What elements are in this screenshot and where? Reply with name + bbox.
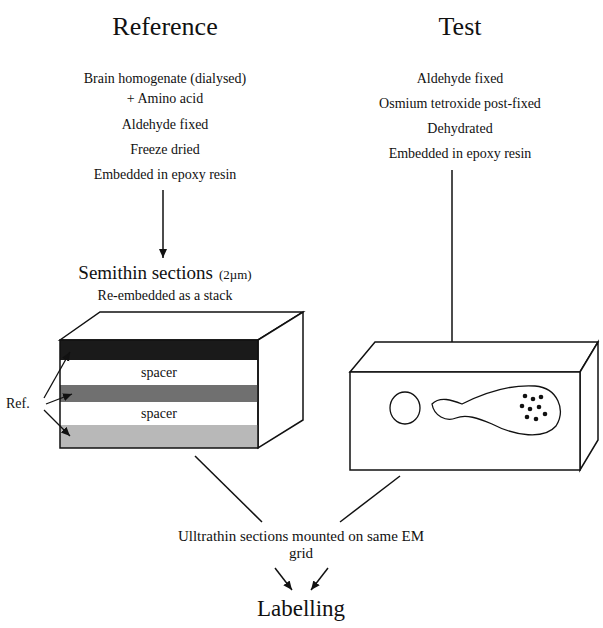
column-heading: Test (439, 12, 482, 42)
section-thickness: (2µm) (219, 267, 252, 283)
band-label: spacer (141, 406, 177, 422)
section-heading: Semithin sections (2µm) (78, 262, 251, 284)
step-text: Freeze dried (130, 142, 200, 158)
section-title: Semithin sections (78, 262, 213, 284)
step-text: + Amino acid (127, 91, 203, 107)
band-label: spacer (141, 365, 177, 381)
step-text: Embedded in epoxy resin (389, 146, 532, 162)
step-text: Embedded in epoxy resin (94, 167, 237, 183)
part-label: Ref. (6, 396, 30, 412)
step-text: Ulltrathin sections mounted on same EM g… (174, 528, 429, 563)
column-heading: Reference (112, 12, 217, 42)
spacer-band: spacer (60, 360, 258, 385)
step-text: Aldehyde fixed (417, 71, 504, 87)
spacer-band: spacer (60, 402, 258, 425)
step-text: Osmium tetroxide post-fixed (379, 96, 541, 112)
step-text: Re-embedded as a stack (98, 288, 233, 304)
step-text: Dehydrated (427, 121, 492, 137)
step-text: Aldehyde fixed (122, 117, 209, 133)
step-text: Brain homogenate (dialysed) (84, 71, 247, 87)
final-step: Labelling (257, 596, 345, 622)
